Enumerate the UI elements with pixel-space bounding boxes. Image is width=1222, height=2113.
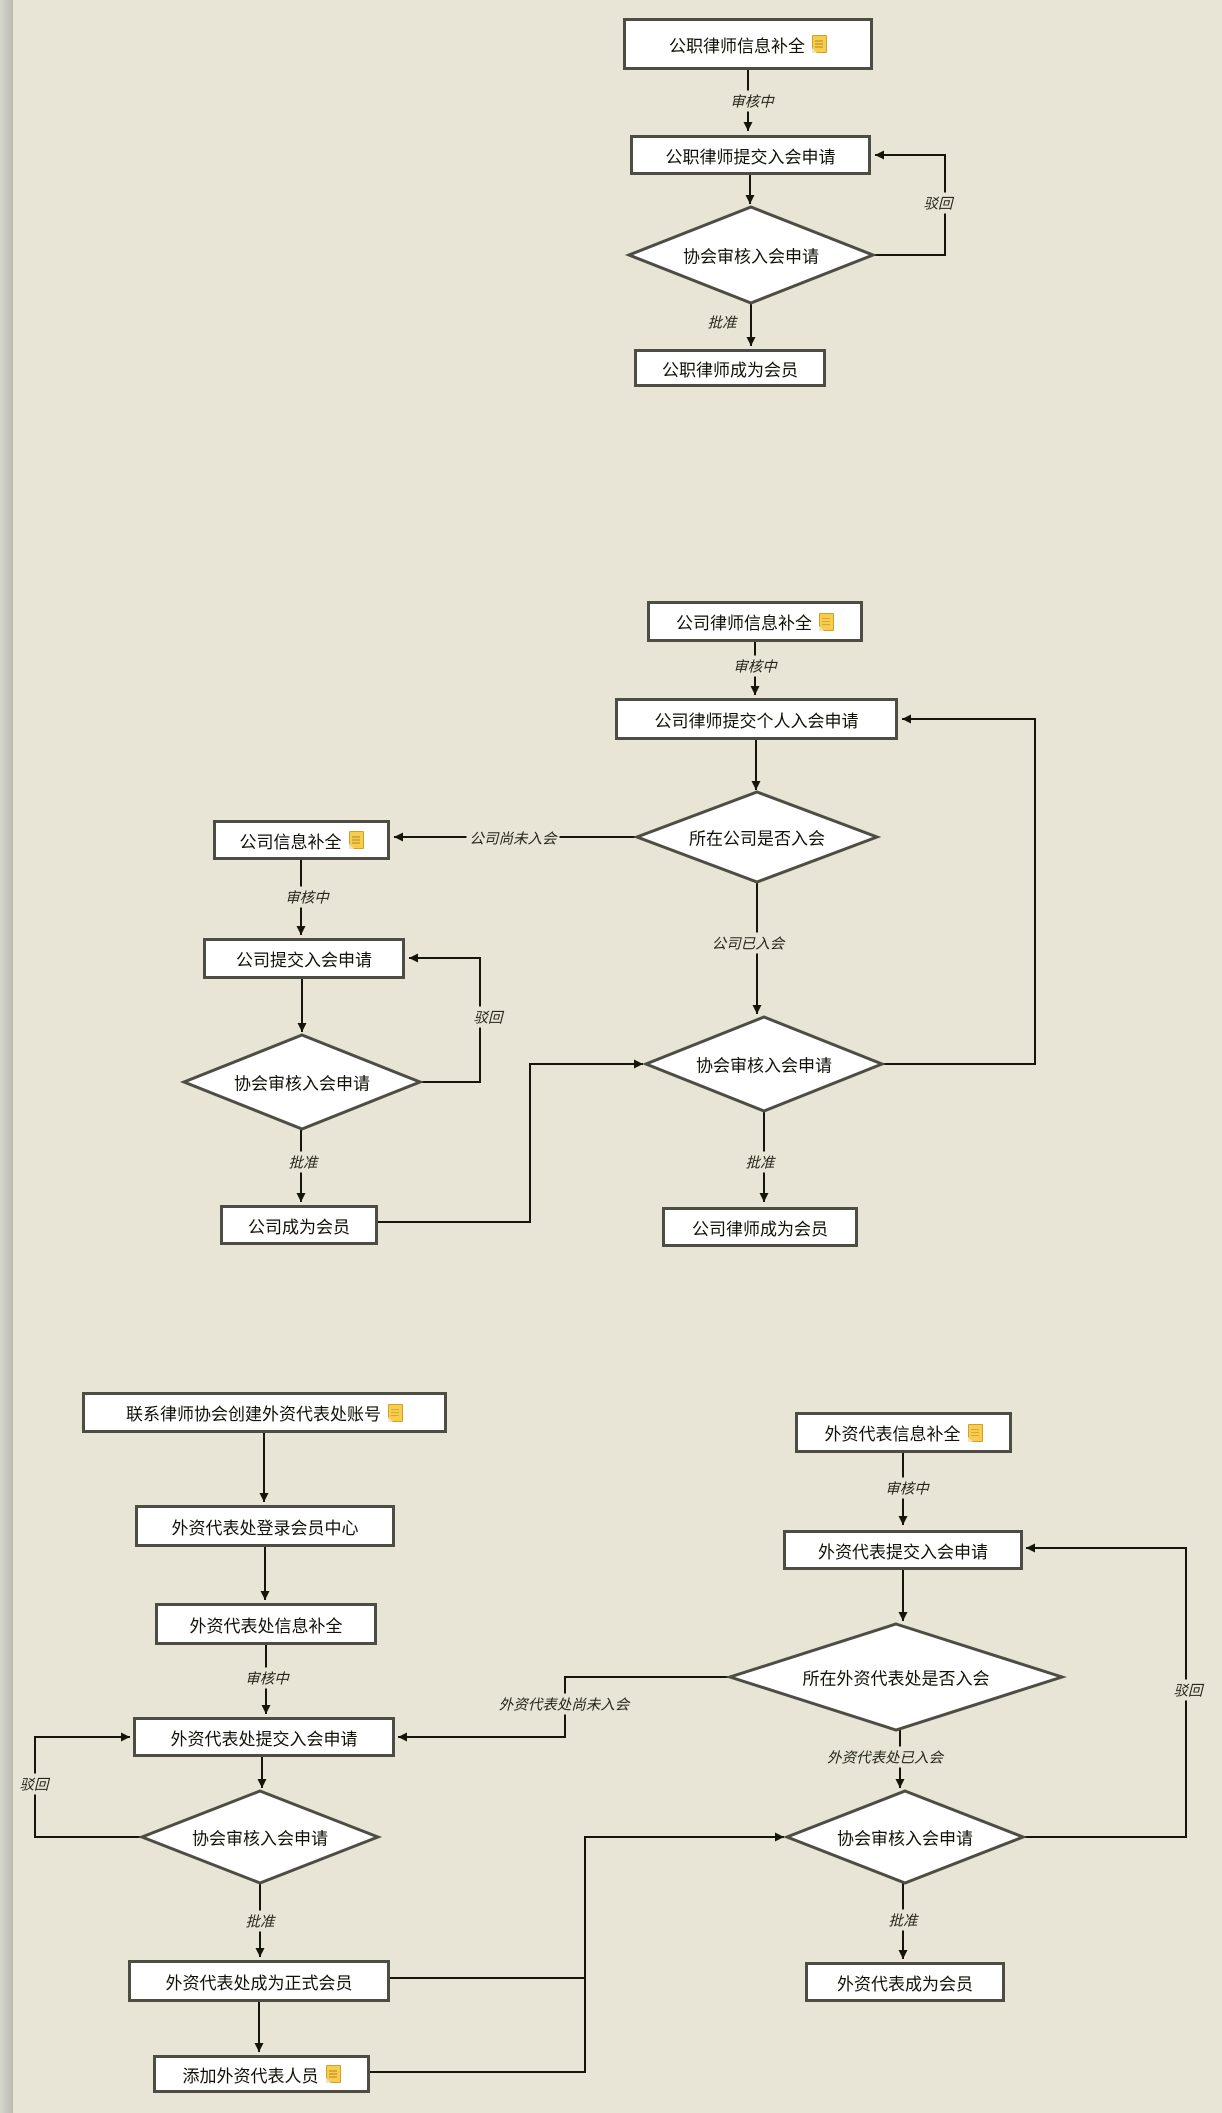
node-label: 外资代表处提交入会申请 xyxy=(170,1729,358,1749)
edge-label-rejected: 驳回 xyxy=(920,192,956,214)
node-public-lawyer-member: 公职律师成为会员 xyxy=(634,349,826,387)
node-label: 公职律师成为会员 xyxy=(662,360,798,380)
node-label: 外资代表处信息补全 xyxy=(189,1616,343,1636)
document-icon xyxy=(967,1423,983,1442)
diamond-association-review-1 xyxy=(624,205,878,305)
node-office-info: 外资代表处信息补全 xyxy=(155,1603,377,1645)
diamond-label-association-review-rep: 协会审核入会申请 xyxy=(837,1829,973,1849)
connector-c2-company-member-to-review xyxy=(378,1059,643,1223)
edge-label-reviewing: 审核中 xyxy=(882,1477,932,1499)
edge-label-rejected: 驳回 xyxy=(470,1006,506,1028)
node-label: 外资代表处成为正式会员 xyxy=(165,1973,353,1993)
diamond-association-review-rep xyxy=(782,1789,1028,1885)
node-label: 公司成为会员 xyxy=(248,1217,350,1237)
node-office-login: 外资代表处登录会员中心 xyxy=(135,1505,395,1547)
connector-c2-right-reject-loop xyxy=(882,714,1036,1065)
connector-c2-left-reject-loop xyxy=(409,953,481,1083)
node-company-lawyer-member: 公司律师成为会员 xyxy=(662,1207,858,1247)
node-rep-member: 外资代表成为会员 xyxy=(805,1962,1005,2002)
diamond-office-member-decision xyxy=(725,1622,1067,1732)
edge-label-approved: 批准 xyxy=(242,1910,278,1932)
node-company-info: 公司信息补全 xyxy=(213,820,390,860)
page-left-edge xyxy=(0,0,13,2113)
connector-c3-office-member-to-review xyxy=(390,1832,784,1979)
edge-label-approved: 批准 xyxy=(742,1151,778,1173)
edge-label-approved: 批准 xyxy=(885,1909,921,1931)
edge-label-approved: 批准 xyxy=(704,311,740,333)
node-company-lawyer-apply: 公司律师提交个人入会申请 xyxy=(615,698,898,740)
edge-label-office-not-member: 外资代表处尚未入会 xyxy=(495,1693,633,1715)
diamond-label-association-review-office: 协会审核入会申请 xyxy=(192,1829,328,1849)
edge-label-approved: 批准 xyxy=(285,1151,321,1173)
diamond-label-company-member-decision: 所在公司是否入会 xyxy=(689,829,825,849)
node-office-apply: 外资代表处提交入会申请 xyxy=(133,1717,395,1757)
edge-label-reviewing: 审核中 xyxy=(242,1667,292,1689)
node-label: 联系律师协会创建外资代表处账号 xyxy=(126,1405,381,1424)
node-office-formal-member: 外资代表处成为正式会员 xyxy=(128,1960,390,2002)
diamond-label-office-member-decision: 所在外资代表处是否入会 xyxy=(802,1669,990,1689)
node-rep-apply: 外资代表提交入会申请 xyxy=(783,1530,1023,1570)
document-icon xyxy=(348,831,364,849)
node-company-lawyer-info: 公司律师信息补全 xyxy=(647,601,863,642)
edge-label-reviewing: 审核中 xyxy=(282,886,332,908)
node-label: 外资代表成为会员 xyxy=(837,1974,973,1994)
node-label: 外资代表提交入会申请 xyxy=(818,1542,988,1562)
node-label: 公司律师信息补全 xyxy=(676,614,812,633)
node-label: 公司律师提交个人入会申请 xyxy=(654,711,859,731)
node-label: 公司律师成为会员 xyxy=(692,1219,828,1239)
node-public-lawyer-apply: 公职律师提交入会申请 xyxy=(630,135,871,175)
edge-label-rejected: 驳回 xyxy=(16,1773,52,1795)
node-rep-info: 外资代表信息补全 xyxy=(795,1412,1012,1453)
node-label: 公司提交入会申请 xyxy=(236,951,372,970)
diamond-company-member-decision xyxy=(632,790,882,884)
edge-label-company-not-member: 公司尚未入会 xyxy=(466,827,560,849)
diamond-association-review-company xyxy=(179,1033,425,1131)
edge-label-rejected: 驳回 xyxy=(1170,1679,1206,1701)
document-icon xyxy=(325,2065,341,2083)
document-icon xyxy=(812,35,827,53)
diamond-label-association-review-company-lawyer: 协会审核入会申请 xyxy=(696,1056,832,1076)
node-company-member: 公司成为会员 xyxy=(220,1205,378,1245)
node-label: 公职律师提交入会申请 xyxy=(665,147,836,167)
diamond-label-association-review-company: 协会审核入会申请 xyxy=(234,1074,370,1094)
document-icon xyxy=(388,1403,403,1422)
node-public-lawyer-info: 公职律师信息补全 xyxy=(623,18,873,70)
node-contact-association-create-account: 联系律师协会创建外资代表处账号 xyxy=(82,1392,447,1433)
document-icon xyxy=(819,612,834,631)
diamond-label-association-review-1: 协会审核入会申请 xyxy=(683,247,819,267)
node-add-rep-personnel: 添加外资代表人员 xyxy=(153,2055,370,2093)
edge-label-company-already-member: 公司已入会 xyxy=(708,932,788,954)
edge-label-reviewing: 审核中 xyxy=(727,90,777,112)
diamond-association-review-company-lawyer xyxy=(641,1015,887,1113)
node-company-apply: 公司提交入会申请 xyxy=(203,938,405,979)
node-label: 外资代表处登录会员中心 xyxy=(171,1518,359,1538)
node-label: 添加外资代表人员 xyxy=(182,2066,319,2086)
node-label: 外资代表信息补全 xyxy=(824,1425,961,1444)
node-label: 公职律师信息补全 xyxy=(669,36,805,56)
edge-label-reviewing: 审核中 xyxy=(730,655,780,677)
diamond-association-review-office xyxy=(137,1789,383,1885)
node-label: 公司信息补全 xyxy=(239,832,342,852)
connector-c3-addrep-join xyxy=(370,1978,586,2073)
connector-c3-right-reject-loop xyxy=(1023,1543,1187,1838)
edge-label-office-already-member: 外资代表处已入会 xyxy=(824,1746,946,1768)
